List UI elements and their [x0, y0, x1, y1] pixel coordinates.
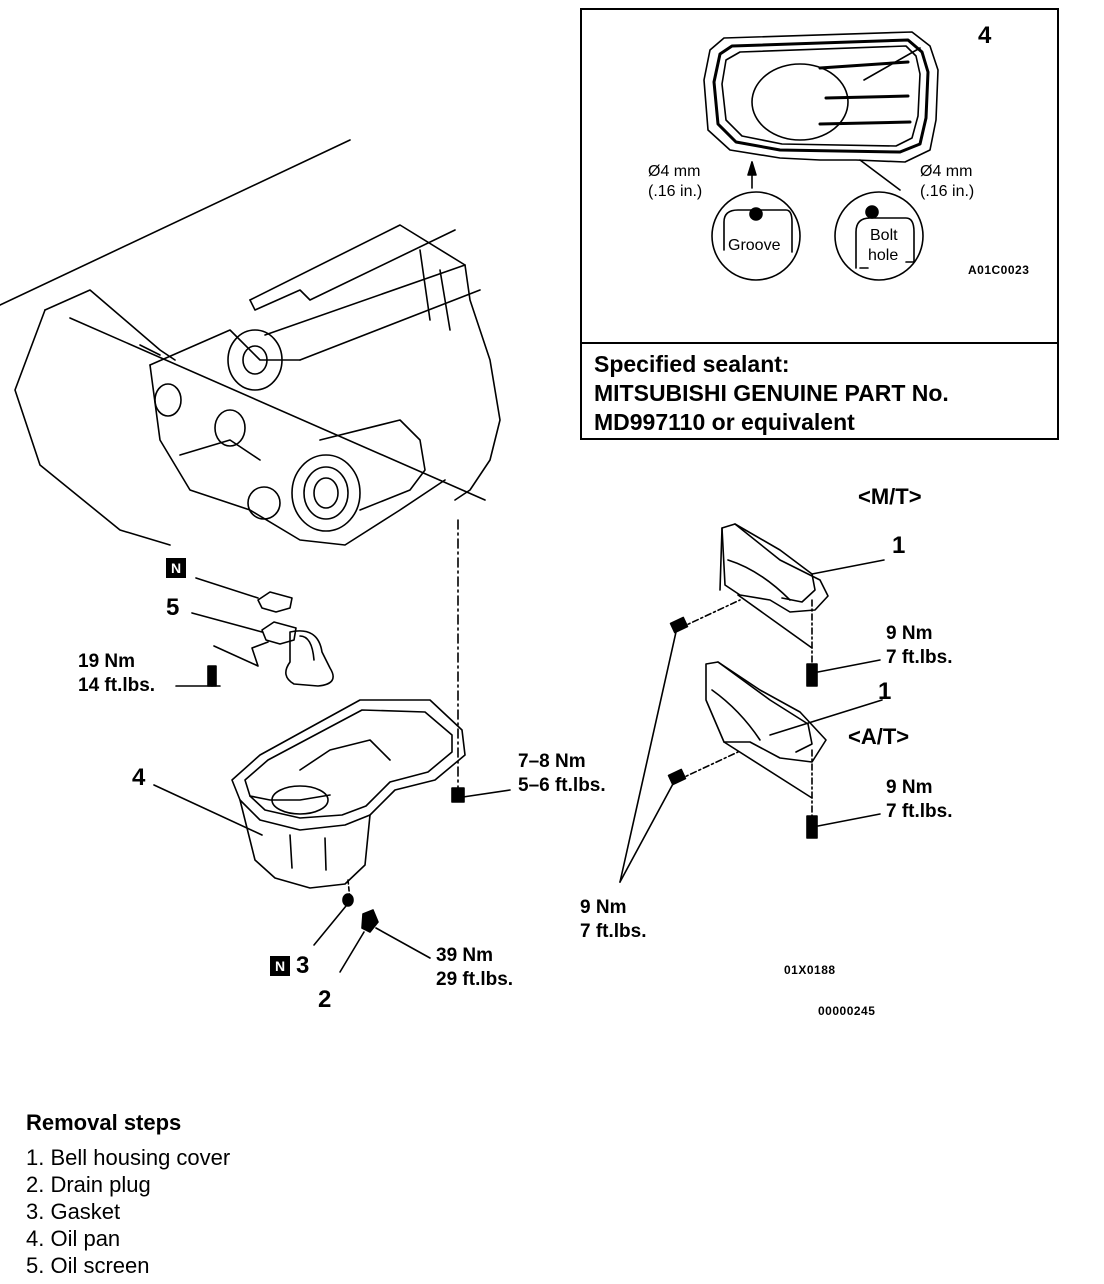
- callout-2: 2: [318, 986, 332, 1013]
- n-badge-drain-gasket: N: [270, 956, 290, 976]
- removal-step: 2. Drain plug: [26, 1172, 151, 1197]
- torque-drain-plug-ftlbs: 29 ft.lbs.: [436, 969, 514, 990]
- inset-part-number: 4: [978, 22, 992, 49]
- mt-label: <M/T>: [858, 484, 922, 509]
- oil-screen-assembly: [191, 577, 334, 687]
- torque-mt-ftlbs: 7 ft.lbs.: [886, 647, 953, 668]
- engine-block: [0, 139, 501, 546]
- torque-pan-bolt-ftlbs: 5–6 ft.lbs.: [518, 775, 606, 796]
- groove-label: Groove: [728, 237, 781, 254]
- n-badge-gasket: N: [166, 558, 186, 578]
- torque-screen-bolt: 19 Nm 14 ft.lbs.: [78, 650, 155, 698]
- inset-right-dim-size: Ø4 mm: [920, 163, 973, 180]
- callout-1-at: 1: [878, 678, 892, 705]
- sealant-line-2: MITSUBISHI GENUINE PART No.: [594, 380, 949, 406]
- inset-figure-code: A01C0023: [968, 263, 1030, 277]
- torque-pan-bolt: 7–8 Nm 5–6 ft.lbs.: [518, 750, 606, 798]
- bell-housing-cover-at: [667, 661, 883, 839]
- torque-at-nm: 9 Nm: [886, 777, 933, 798]
- bell-housing-cover-mt: [669, 523, 885, 687]
- inset-left-dim-size: Ø4 mm: [648, 163, 701, 180]
- bolt-hole-label-line2: hole: [868, 247, 899, 264]
- removal-step: 3. Gasket: [26, 1199, 121, 1224]
- figure-code-1: 01X0188: [784, 963, 836, 977]
- torque-side-nm: 9 Nm: [580, 897, 627, 918]
- callout-3: 3: [296, 952, 310, 979]
- torque-side-ftlbs: 7 ft.lbs.: [580, 921, 647, 942]
- removal-step: 5. Oil screen: [26, 1253, 150, 1278]
- removal-step: 4. Oil pan: [26, 1226, 121, 1251]
- sealant-line-3: MD997110 or equivalent: [594, 409, 855, 435]
- removal-steps: Removal steps 1. Bell housing cover 2. D…: [26, 1110, 230, 1279]
- oil-pan: [231, 699, 511, 901]
- torque-cover-side-bolt: 9 Nm 7 ft.lbs.: [580, 896, 647, 944]
- torque-mt-cover-bolt: 9 Nm 7 ft.lbs.: [886, 622, 953, 670]
- torque-at-cover-bolt: 9 Nm 7 ft.lbs.: [886, 776, 953, 824]
- torque-pan-bolt-nm: 7–8 Nm: [518, 751, 586, 772]
- inset-left-dim-inch: (.16 in.): [648, 183, 703, 200]
- torque-mt-nm: 9 Nm: [886, 623, 933, 644]
- torque-screen-bolt-nm: 19 Nm: [78, 651, 136, 672]
- torque-at-ftlbs: 7 ft.lbs.: [886, 801, 953, 822]
- at-label: <A/T>: [848, 724, 910, 749]
- torque-drain-plug-nm: 39 Nm: [436, 945, 494, 966]
- callout-4: 4: [132, 764, 146, 791]
- inset-pan-sealant-drawing: [703, 31, 939, 281]
- callout-1-mt: 1: [892, 532, 906, 559]
- removal-steps-list: 1. Bell housing cover 2. Drain plug 3. G…: [26, 1144, 230, 1279]
- removal-step: 1. Bell housing cover: [26, 1145, 231, 1170]
- figure-code-2: 00000245: [818, 1004, 876, 1018]
- sealant-caption: Specified sealant: MITSUBISHI GENUINE PA…: [580, 342, 1059, 440]
- bolt-hole-label-line1: Bolt: [870, 227, 898, 244]
- inset-right-dim-inch: (.16 in.): [920, 183, 975, 200]
- callout-5: 5: [166, 594, 180, 621]
- drain-plug: [313, 893, 431, 973]
- sealant-inset-box: [580, 8, 1059, 440]
- removal-steps-title: Removal steps: [26, 1110, 182, 1135]
- torque-drain-plug: 39 Nm 29 ft.lbs.: [436, 944, 513, 992]
- sealant-line-1: Specified sealant:: [594, 351, 790, 377]
- torque-screen-bolt-ftlbs: 14 ft.lbs.: [78, 675, 156, 696]
